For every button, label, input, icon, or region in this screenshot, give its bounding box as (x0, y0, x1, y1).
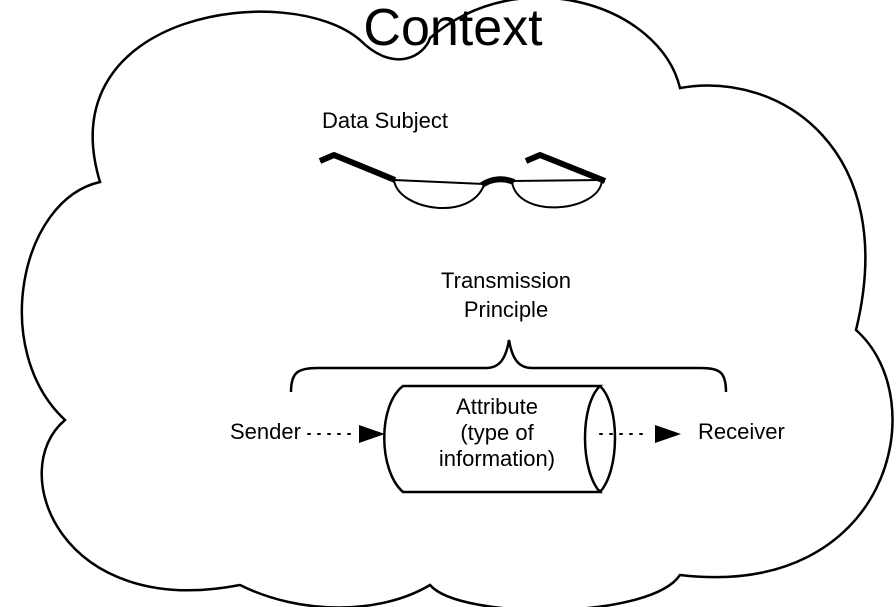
transmission-principle-label: Transmission Principle (400, 266, 612, 324)
context-title: Context (363, 0, 543, 57)
transmission-principle-line: Transmission (441, 268, 571, 293)
attribute-line: information) (438, 446, 556, 471)
dotted-arrow-icon (307, 425, 385, 443)
cloud-icon (20, 0, 894, 607)
dotted-arrow-icon (599, 425, 681, 443)
data-subject-label: Data Subject (322, 108, 448, 133)
attribute-label: Attribute (type of information) (402, 394, 592, 472)
curly-brace-icon (289, 339, 728, 393)
attribute-line: Attribute (456, 394, 538, 419)
glasses-icon (318, 152, 607, 209)
receiver-label: Receiver (698, 419, 785, 444)
scroll-icon (383, 384, 617, 494)
sender-label: Sender (230, 419, 301, 444)
attribute-line: (type of (460, 420, 534, 445)
transmission-principle-line: Principle (463, 297, 549, 322)
